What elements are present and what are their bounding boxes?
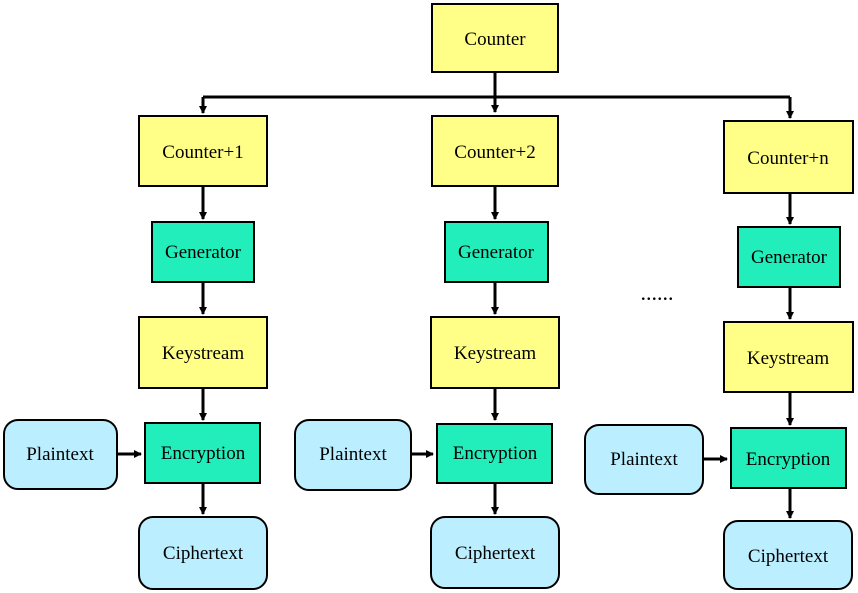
generator-label: Generator (458, 242, 535, 263)
encryption-box (436, 423, 553, 484)
counter-plus-box (431, 115, 559, 187)
generator-box (151, 221, 255, 283)
encryption-label: Encryption (746, 449, 831, 470)
column-1: Counter+1 Generator Keystream Plaintext … (3, 115, 268, 590)
plaintext-box (584, 424, 704, 495)
keystream-label: Keystream (454, 343, 537, 364)
keystream-box (138, 316, 268, 389)
counter-plus-label: Counter+1 (162, 142, 243, 163)
column-2: Counter+2 Generator Keystream Plaintext … (294, 115, 560, 589)
ciphertext-box (138, 516, 268, 590)
counter-plus-label: Counter+n (747, 148, 829, 169)
plaintext-label: Plaintext (319, 444, 387, 465)
ciphertext-label: Ciphertext (455, 543, 536, 564)
generator-box (737, 226, 841, 288)
counter-box (431, 3, 559, 73)
counter-label: Counter (464, 29, 526, 50)
encryption-box (730, 427, 847, 489)
keystream-box (723, 321, 854, 393)
generator-box (444, 221, 549, 283)
counter-node: Counter (431, 3, 559, 73)
keystream-label: Keystream (162, 343, 245, 364)
generator-label: Generator (165, 242, 242, 263)
ciphertext-box (430, 516, 560, 589)
encryption-label: Encryption (453, 443, 538, 464)
plaintext-label: Plaintext (610, 449, 678, 470)
generator-label: Generator (751, 247, 828, 268)
counter-plus-label: Counter+2 (454, 142, 535, 163)
encryption-label: Encryption (161, 443, 246, 464)
ciphertext-box (723, 520, 853, 590)
ciphertext-label: Ciphertext (748, 546, 829, 567)
plaintext-label: Plaintext (26, 444, 94, 465)
encryption-box (144, 422, 261, 484)
plaintext-box (3, 419, 118, 490)
counter-plus-box (138, 115, 268, 187)
keystream-box (430, 316, 560, 389)
connectors (117, 72, 794, 519)
ciphertext-label: Ciphertext (163, 543, 244, 564)
counter-plus-box (723, 120, 854, 194)
column-n: Counter+n Generator Keystream Plaintext … (584, 120, 854, 590)
plaintext-box (294, 419, 412, 491)
keystream-label: Keystream (747, 348, 830, 369)
ellipsis: ...... (641, 280, 674, 305)
